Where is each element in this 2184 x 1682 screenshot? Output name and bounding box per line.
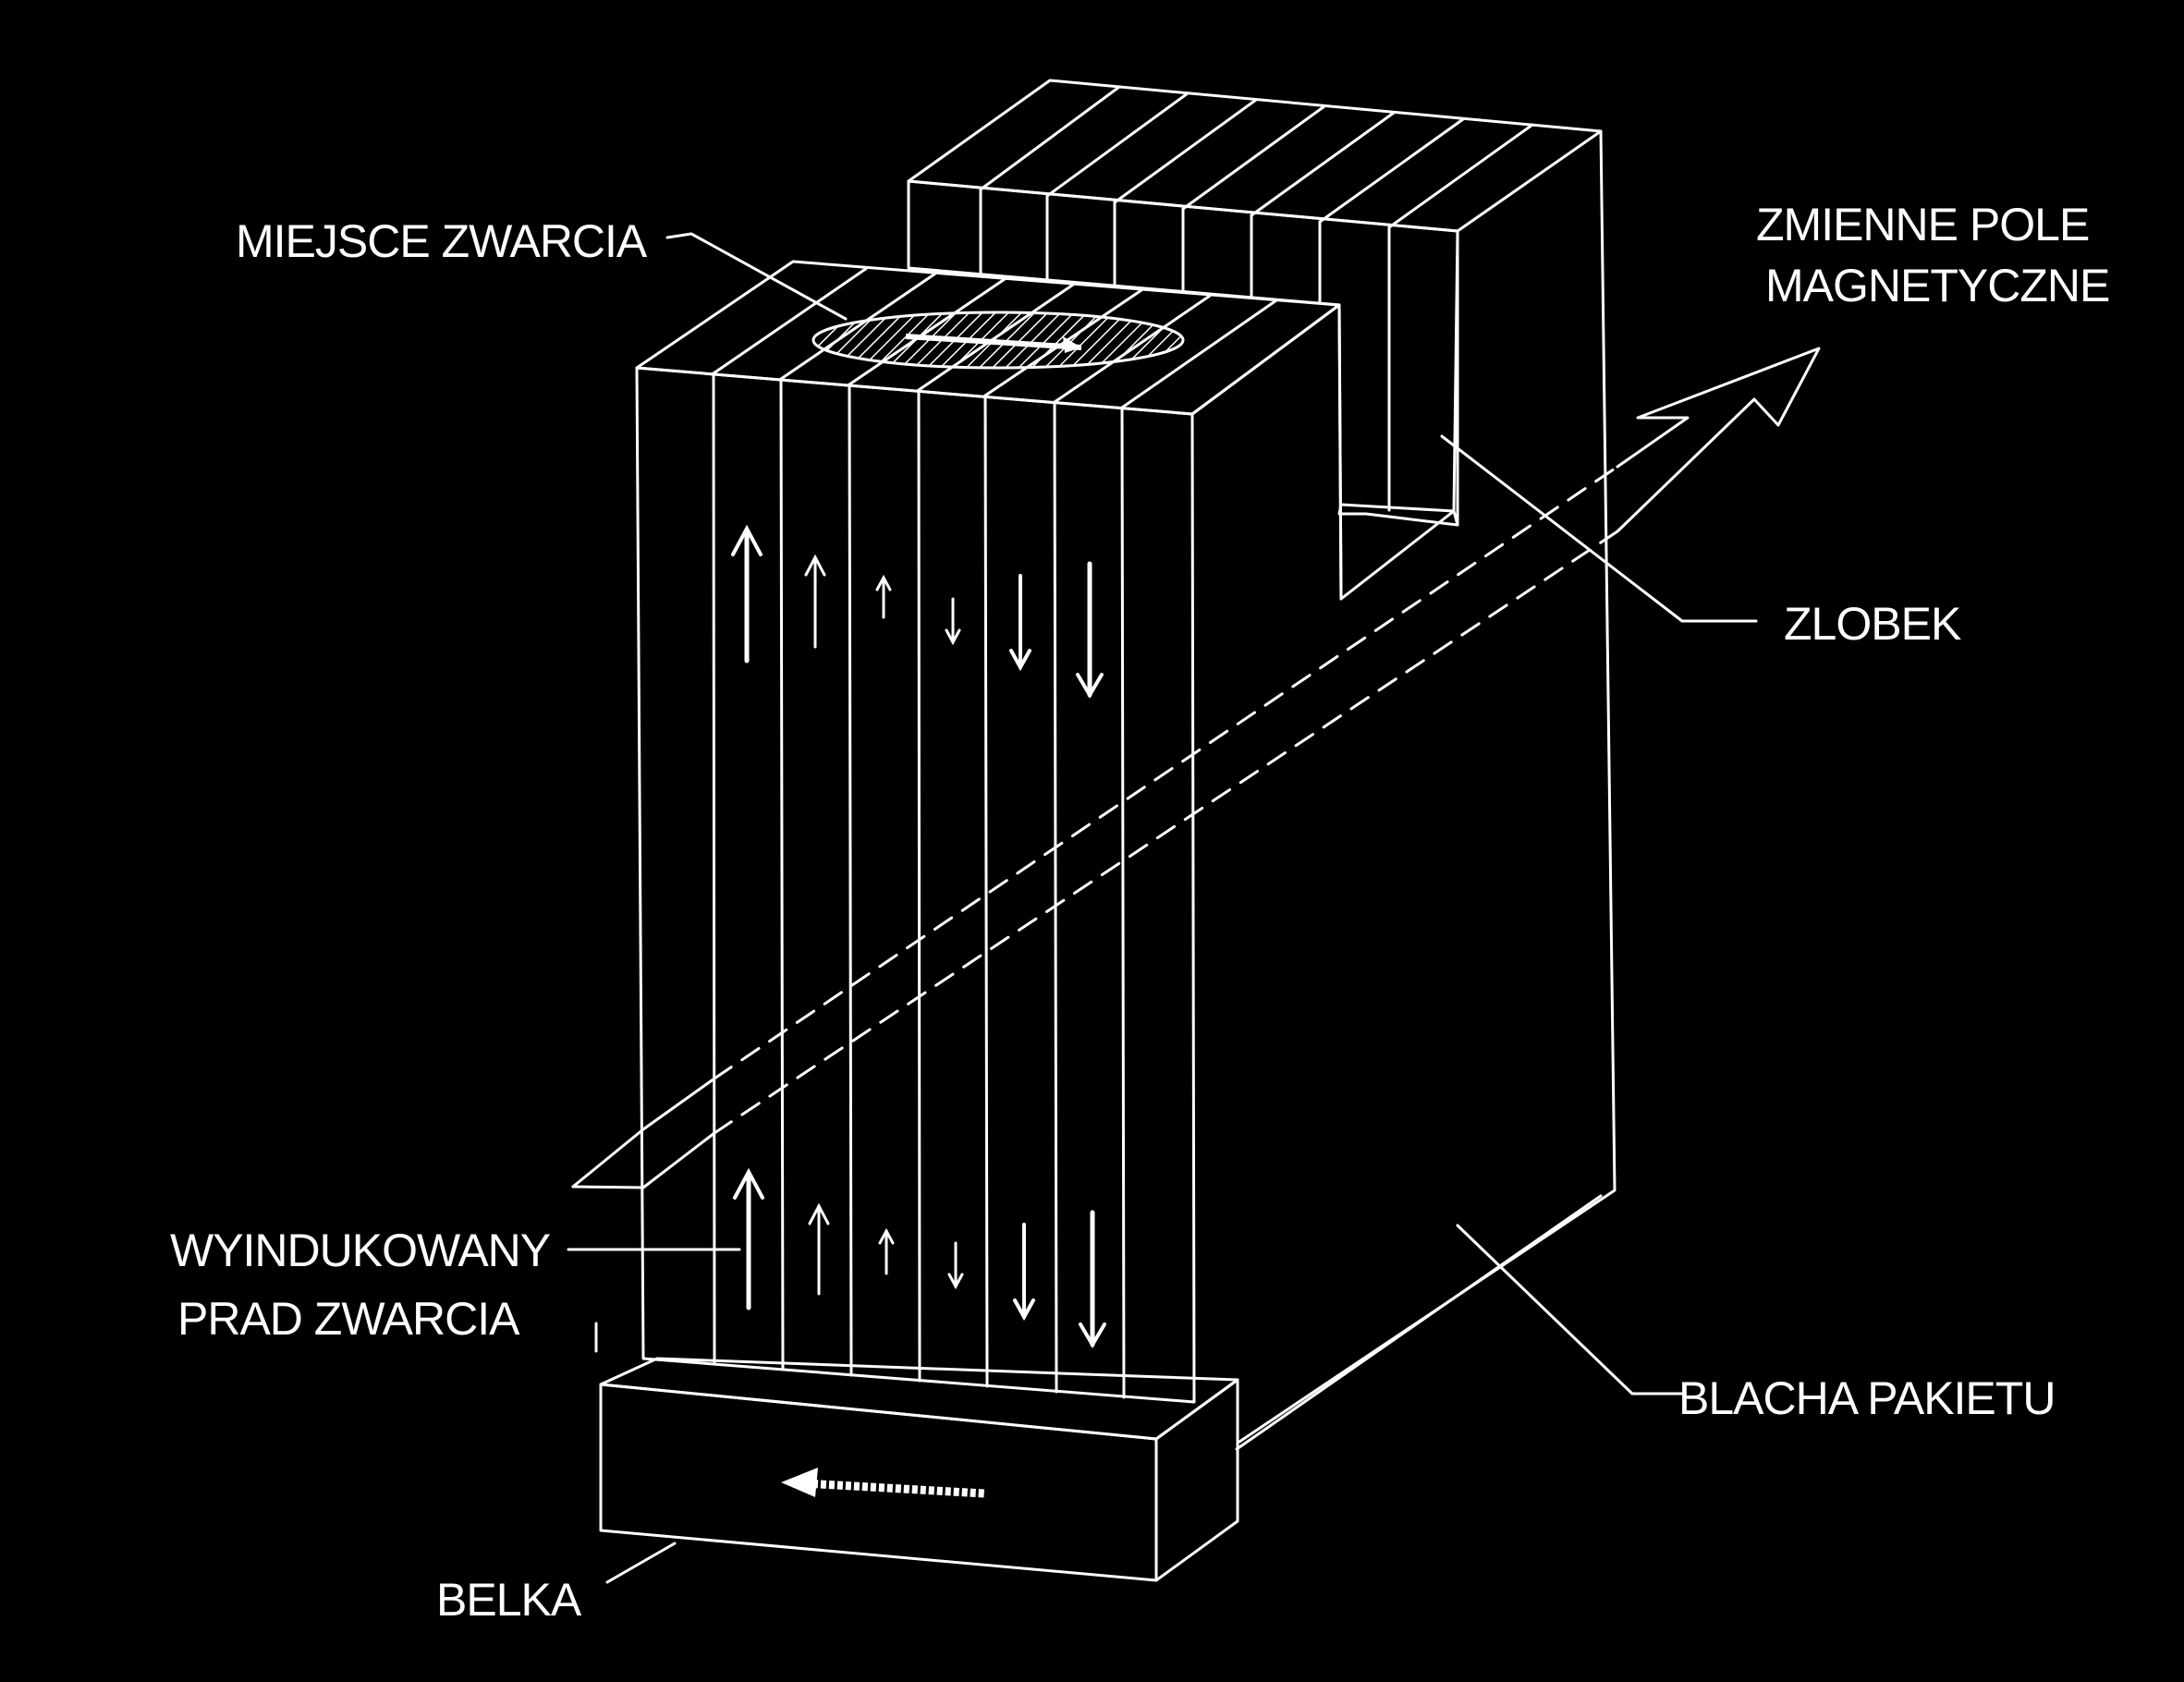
beam-label: BELKA [436,1574,582,1626]
hollow-arrow-icon [571,347,1821,1189]
labels: MIEJSCE ZWARCIA ZMIENNE POLE MAGNETYCZNE… [170,199,2110,1626]
front-block-right-face [1190,303,1343,601]
slot-leader-line [1440,434,1758,623]
lamination-sheet-label: BLACHA PAKIETU [1678,1372,2055,1424]
field-arrow-visible-left [571,1185,645,1189]
back-tooth-block [907,79,1617,1451]
fault-leader-line [665,232,848,321]
left-arrow-icon [781,1468,985,1498]
field-arrow-dashed-inside [713,465,1619,1135]
beam-leader-line [605,1542,677,1584]
beam-right-face [1154,1378,1239,1582]
lower-current-arrows [733,1167,1106,1348]
slot-bottom [1337,503,1459,527]
up-down-arrow-icons [731,524,1106,1348]
field-arrow-head [1616,347,1821,533]
beam-front-face [599,1383,1158,1582]
sheet-leader-line [1456,1224,1684,1396]
front-block-lamination-lines [712,372,1126,1399]
front-block-front-face [635,366,1196,1404]
magnetic-field-label-line1: ZMIENNE POLE [1756,199,2089,250]
fault-location-marker [811,311,1185,370]
back-block-top-stripes [979,85,1534,229]
front-tooth-block [635,260,1343,1404]
stack-right-face [1238,129,1617,1444]
back-block-front-stripes [979,188,1391,512]
induced-current-label-line1: WYINDUKOWANY [170,1225,551,1276]
magnetic-field-label-line2: MAGNETYCZNE [1765,260,2109,311]
induced-current-label-line2: PRAD ZWARCIA [177,1293,520,1345]
upper-current-arrows [731,524,1104,699]
slot-label: ZLOBEK [1784,598,1961,650]
beam-block [599,1357,1239,1582]
fault-location-label: MIEJSCE ZWARCIA [236,215,648,267]
